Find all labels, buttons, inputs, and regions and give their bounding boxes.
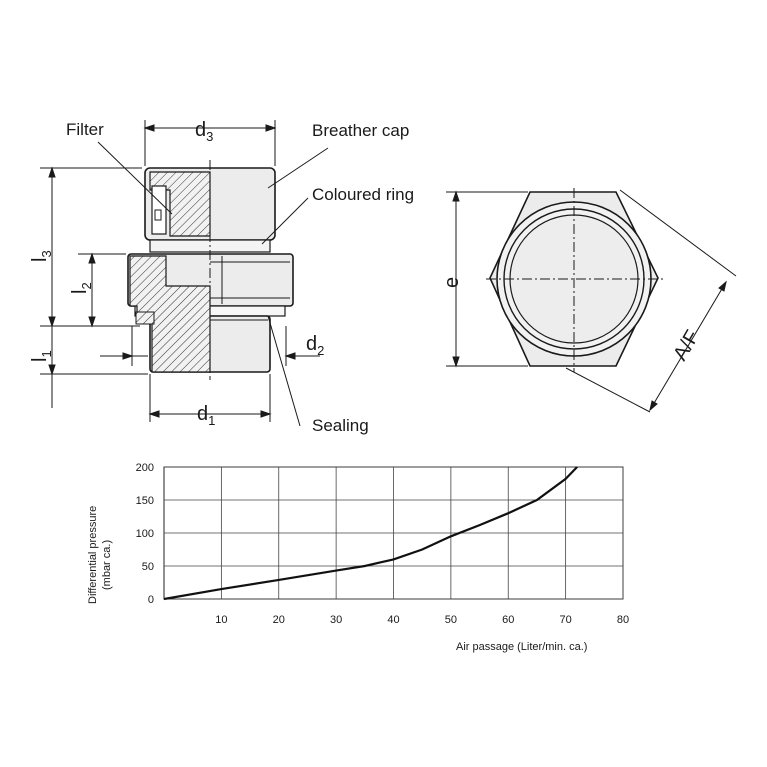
- pressure-chart: 10 20 30 40 50 60 70 80 0 50 100 150 200 Air passage…: [87, 462, 629, 653]
- chart-xlabel: Air passage (Liter/min. ca.): [456, 641, 587, 653]
- dim-d3: d3: [195, 119, 213, 144]
- chart-ylabel-line1: Differential pressure: [87, 506, 99, 604]
- label-sealing: Sealing: [312, 416, 369, 435]
- x-tick-label: 20: [273, 614, 285, 626]
- top-dimensions: [446, 189, 737, 413]
- coloured-ring-leader: [261, 197, 309, 245]
- x-tick-label: 50: [445, 614, 457, 626]
- side-dimensions: [40, 120, 320, 422]
- x-tick-label: 10: [215, 614, 227, 626]
- y-tick-label: 100: [136, 528, 154, 540]
- x-tick-label: 40: [387, 614, 399, 626]
- label-coloured-ring: Coloured ring: [312, 185, 414, 204]
- dim-d1: d1: [197, 403, 215, 428]
- x-tick-label: 70: [560, 614, 572, 626]
- side-view: [127, 160, 294, 380]
- x-tick-label: 80: [617, 614, 629, 626]
- x-tick-label: 30: [330, 614, 342, 626]
- sealing-leader: [267, 315, 301, 427]
- filter-leader: [97, 141, 173, 215]
- y-tick-label: 0: [148, 594, 154, 606]
- dim-af: A/F: [669, 327, 704, 365]
- label-breather-cap: Breather cap: [312, 121, 409, 140]
- y-tick-label: 50: [142, 561, 154, 573]
- section-body: [129, 255, 211, 373]
- y-tick-label: 200: [136, 462, 154, 474]
- x-tick-label: 60: [502, 614, 514, 626]
- breather-cap-leader: [267, 147, 329, 189]
- chart-ylabel-line2: (mbar ca.): [101, 540, 113, 590]
- label-filter: Filter: [66, 120, 104, 139]
- y-tick-label: 150: [136, 495, 154, 507]
- chart-tick-labels: 10 20 30 40 50 60 70 80 0 50 100 150 200: [136, 462, 629, 626]
- dim-d2: d2: [306, 333, 324, 358]
- chart-grid: [163, 466, 624, 600]
- dim-l3: l3: [29, 250, 54, 262]
- leader-lines: [97, 141, 329, 427]
- pressure-curve: [163, 466, 578, 601]
- dim-e: e: [441, 277, 463, 288]
- dim-l1: l1: [29, 350, 54, 362]
- dim-l2: l2: [69, 282, 94, 294]
- top-view: [486, 188, 664, 372]
